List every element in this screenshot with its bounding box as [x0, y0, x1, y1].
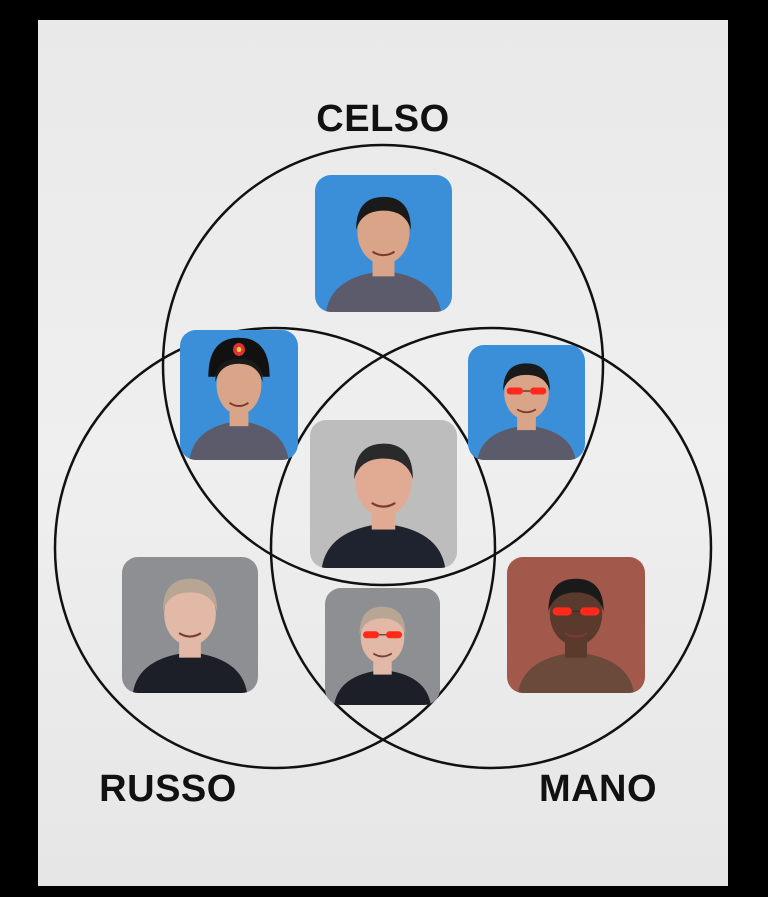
celso-label: CELSO — [316, 98, 450, 140]
celso-photo — [315, 175, 452, 312]
ushanka-hat-icon — [208, 337, 270, 377]
celso-circle — [161, 143, 605, 587]
sunglasses-icon — [362, 631, 403, 639]
russo-photo — [122, 557, 258, 693]
mano-label: MANO — [538, 768, 658, 810]
sunglasses-icon — [506, 387, 547, 395]
sunglasses-icon — [552, 607, 600, 616]
celso-mano-photo — [468, 345, 585, 460]
mano-photo — [507, 557, 645, 693]
celso-russo-photo — [180, 330, 298, 460]
russo-circle — [53, 326, 497, 770]
russo-mano-photo — [325, 588, 440, 705]
center-photo — [310, 420, 457, 568]
russo-label: RUSSO — [99, 768, 237, 810]
mano-circle — [269, 326, 713, 770]
